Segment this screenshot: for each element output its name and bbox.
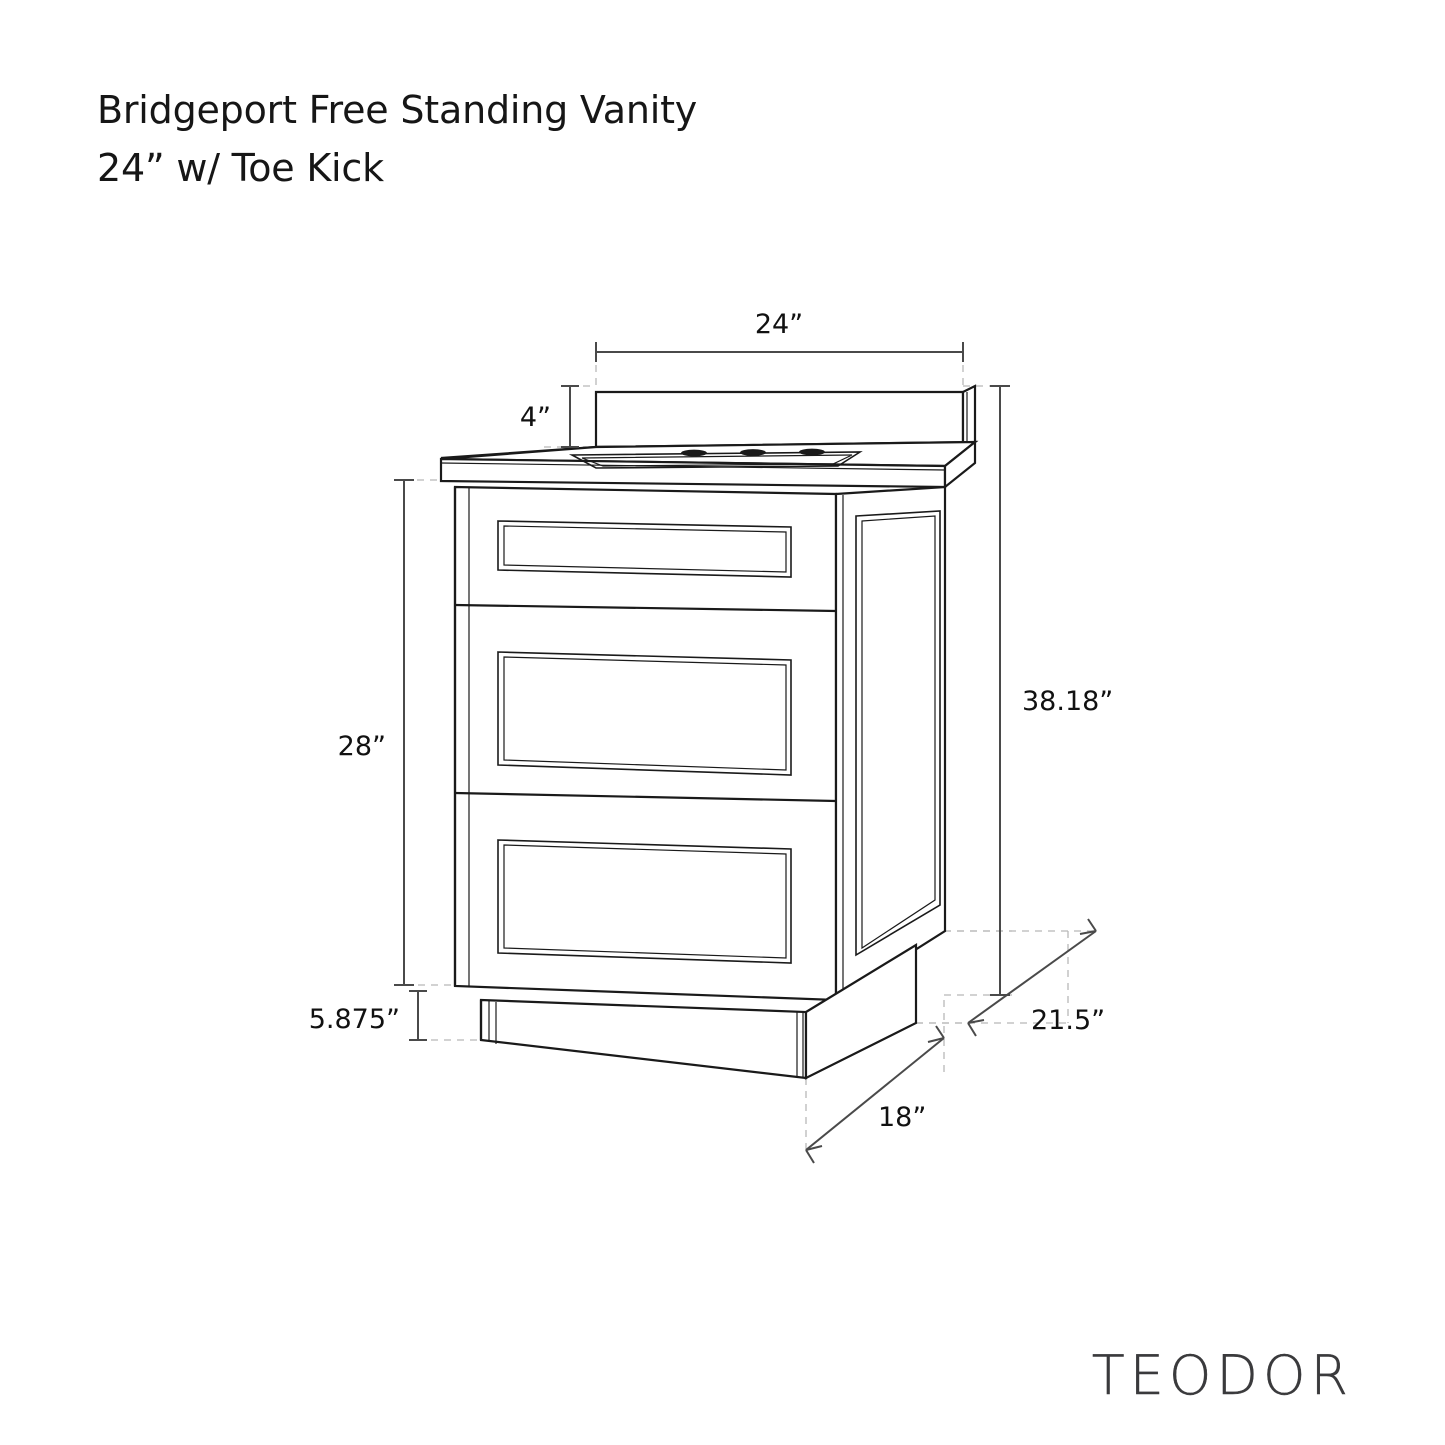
dimension-label-body-height: 28” (338, 731, 386, 762)
dimension-body-height: 28” (338, 479, 414, 986)
vanity-assembly (439, 384, 979, 1080)
dimension-label-width: 24” (755, 309, 803, 340)
toe-kick (479, 943, 918, 1080)
dimension-total-height: 38.18” (990, 385, 1113, 996)
drawer-front-middle (497, 651, 792, 776)
drawer-dividers (454, 603, 837, 803)
dimension-label-toe-kick: 5.875” (309, 1004, 400, 1035)
dimension-width: 24” (595, 309, 964, 362)
dimension-depth: 21.5” (967, 918, 1105, 1037)
dimension-label-backsplash: 4” (520, 402, 551, 433)
drawer-front-bottom (497, 839, 792, 964)
backsplash (594, 384, 977, 449)
product-title-line-1: Bridgeport Free Standing Vanity (97, 88, 698, 132)
dimension-label-total-height: 38.18” (1022, 686, 1113, 717)
dimension-label-toe-depth: 18” (878, 1102, 926, 1133)
page-title: Bridgeport Free Standing Vanity 24” w/ T… (97, 82, 997, 198)
dimension-toe-depth: 18” (805, 1025, 945, 1164)
dimension-backsplash: 4” (520, 385, 579, 448)
drawer-front-top (497, 520, 792, 578)
dimension-label-depth: 21.5” (1031, 1005, 1105, 1036)
brand-logo: TEODOR (1091, 1344, 1353, 1407)
cabinet-front (453, 485, 838, 1002)
dimension-toe-kick: 5.875” (309, 990, 427, 1041)
faucet-holes (681, 448, 825, 457)
cabinet-side-panel (834, 485, 947, 1002)
product-title-line-2: 24” w/ Toe Kick (97, 145, 384, 190)
